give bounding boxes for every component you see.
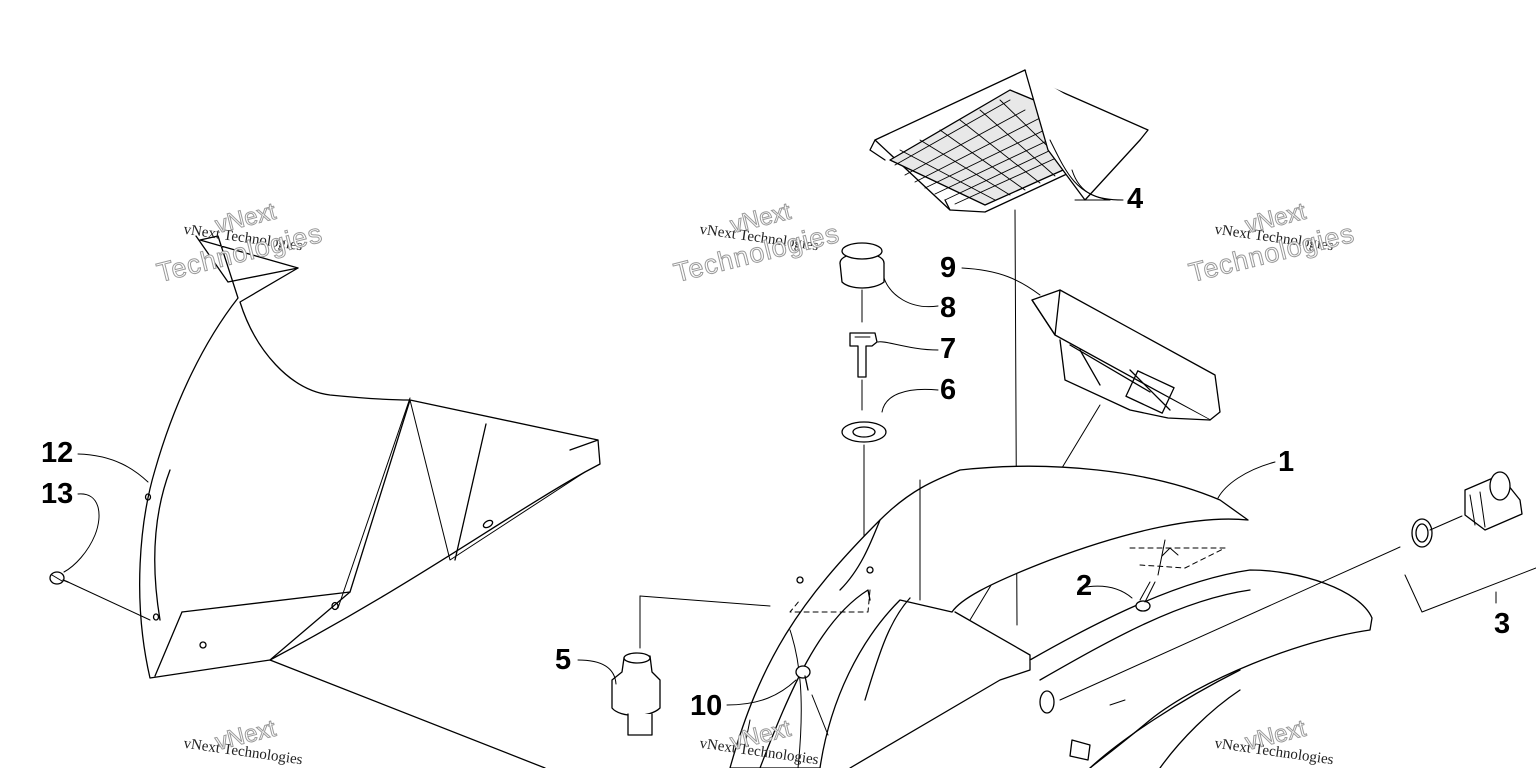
key-part [849,332,878,378]
windshield-screw-part [49,571,151,621]
screw-part [1135,539,1166,612]
hood-screw-part [795,665,829,736]
callout-5: 5 [555,644,572,676]
callout-12: 12 [41,437,74,469]
lock-cap-part [839,242,885,289]
grommet-part [841,421,887,443]
leader-lines [63,169,1497,706]
callout-2: 2 [1076,570,1093,602]
callout-3: 3 [1494,608,1511,640]
callout-9: 9 [940,252,957,284]
storage-net-part [869,69,1149,213]
control-module-part [969,289,1221,621]
callout-8: 8 [940,292,957,324]
callout-13: 13 [41,478,74,510]
callout-6: 6 [940,374,957,406]
callout-1: 1 [1278,446,1295,478]
callout-4: 4 [1127,183,1144,215]
power-outlet-part [1059,471,1536,701]
windshield-part [139,235,601,769]
callout-10: 10 [690,690,723,722]
hood-part [729,465,1373,769]
switch-part [611,595,771,736]
callout-7: 7 [940,333,957,365]
